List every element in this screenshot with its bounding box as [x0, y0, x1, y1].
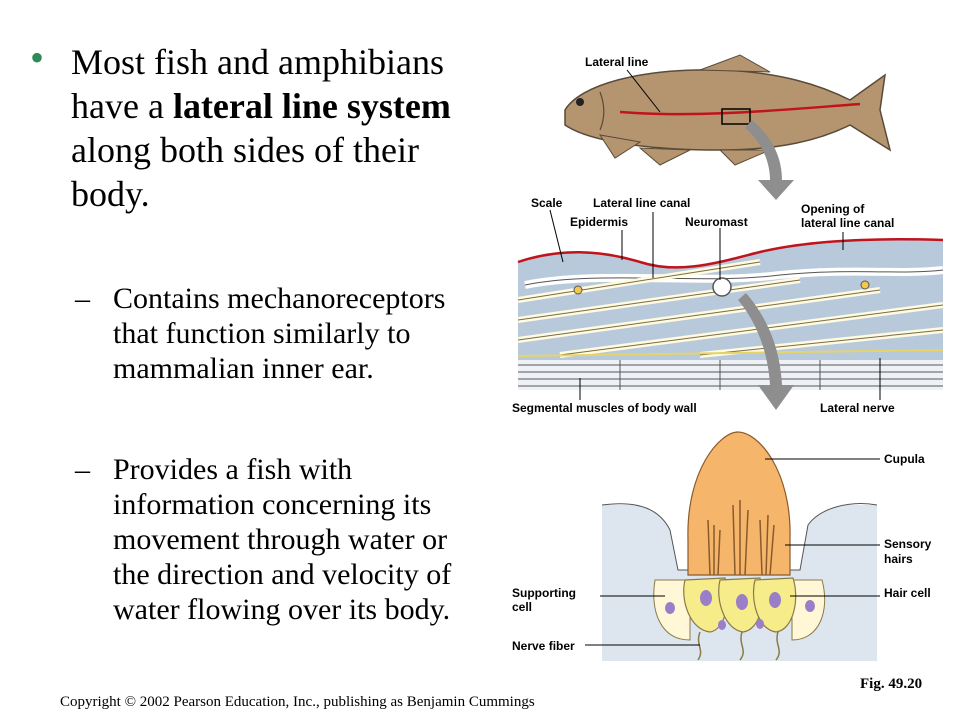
label-scale: Scale — [531, 196, 563, 210]
main-text-bold: lateral line system — [172, 86, 451, 126]
main-bullet-text: Most fish and amphibians have a lateral … — [71, 40, 471, 216]
label-supporting-2: cell — [512, 600, 532, 614]
arrow-icon — [745, 120, 794, 200]
fish-illustration — [564, 54, 892, 166]
label-sensory-1: Sensory — [884, 537, 932, 551]
sub-bullet-text: Provides a fish with information concern… — [113, 453, 452, 626]
zoom-box — [721, 108, 751, 125]
label-lateral-line: Lateral line — [585, 55, 649, 69]
label-hair-cell: Hair cell — [884, 586, 931, 600]
label-sensory-2: hairs — [884, 552, 913, 566]
figure-reference: Fig. 49.20 — [860, 676, 923, 692]
neuromast-illustration — [601, 431, 878, 661]
arrow-icon — [738, 293, 794, 410]
label-lateral-line-canal: Lateral line canal — [593, 196, 690, 210]
label-opening-2: lateral line canal — [801, 216, 894, 230]
label-supporting-1: Supporting — [512, 586, 576, 600]
lateral-line-stripe — [619, 102, 861, 116]
label-lateral-nerve: Lateral nerve — [820, 401, 895, 415]
sub-bullet-dash: – — [75, 282, 90, 315]
cupula-shape — [687, 431, 791, 576]
bullet-dot: • — [30, 35, 45, 80]
label-neuromast: Neuromast — [685, 215, 748, 229]
label-segmental-muscles: Segmental muscles of body wall — [512, 401, 697, 415]
sub-bullet-text: Contains mechanoreceptors that function … — [113, 282, 446, 385]
copyright-footer: Copyright © 2002 Pearson Education, Inc.… — [60, 694, 535, 710]
label-epidermis: Epidermis — [570, 215, 628, 229]
main-text-part-1: Most fish and amphibians have a — [71, 42, 444, 126]
main-text-part-2: along both sides of their body. — [71, 130, 419, 214]
sub-bullet-dash: – — [75, 453, 90, 486]
label-nerve-fiber: Nerve fiber — [512, 639, 575, 653]
label-cupula: Cupula — [884, 452, 925, 466]
cross-section-illustration — [517, 238, 944, 390]
label-opening-1: Opening of — [801, 202, 865, 216]
